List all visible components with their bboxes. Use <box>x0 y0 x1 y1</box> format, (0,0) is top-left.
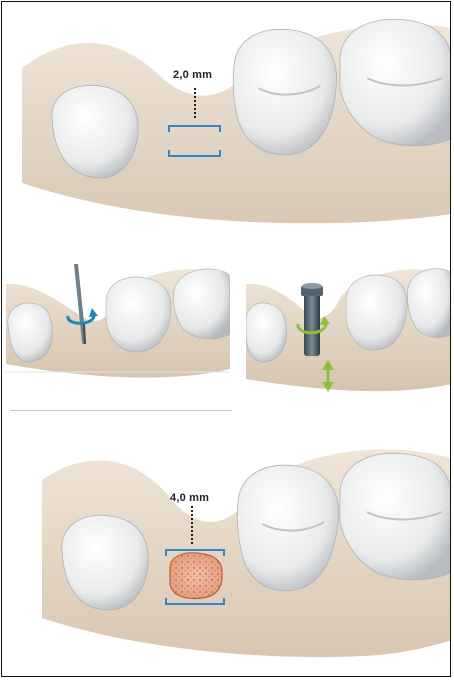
tooth-left <box>246 303 286 362</box>
measurement-label-4mm: 4,0 mm <box>170 492 209 504</box>
tooth-middle <box>233 29 336 155</box>
divider-line <box>10 410 232 411</box>
jaw-illustration-bottom <box>42 440 451 676</box>
measurement-label-2mm: 2,0 mm <box>173 69 212 81</box>
panel-expansion <box>246 264 451 404</box>
panel-expanded-ridge <box>42 440 451 676</box>
jaw-illustration-top <box>22 8 451 236</box>
jaw-illustration-expander <box>246 264 451 404</box>
panel-initial-gap <box>22 8 451 236</box>
panel-drilling <box>6 264 230 384</box>
jaw-illustration-drill <box>6 264 230 384</box>
expander-tool <box>304 286 320 356</box>
